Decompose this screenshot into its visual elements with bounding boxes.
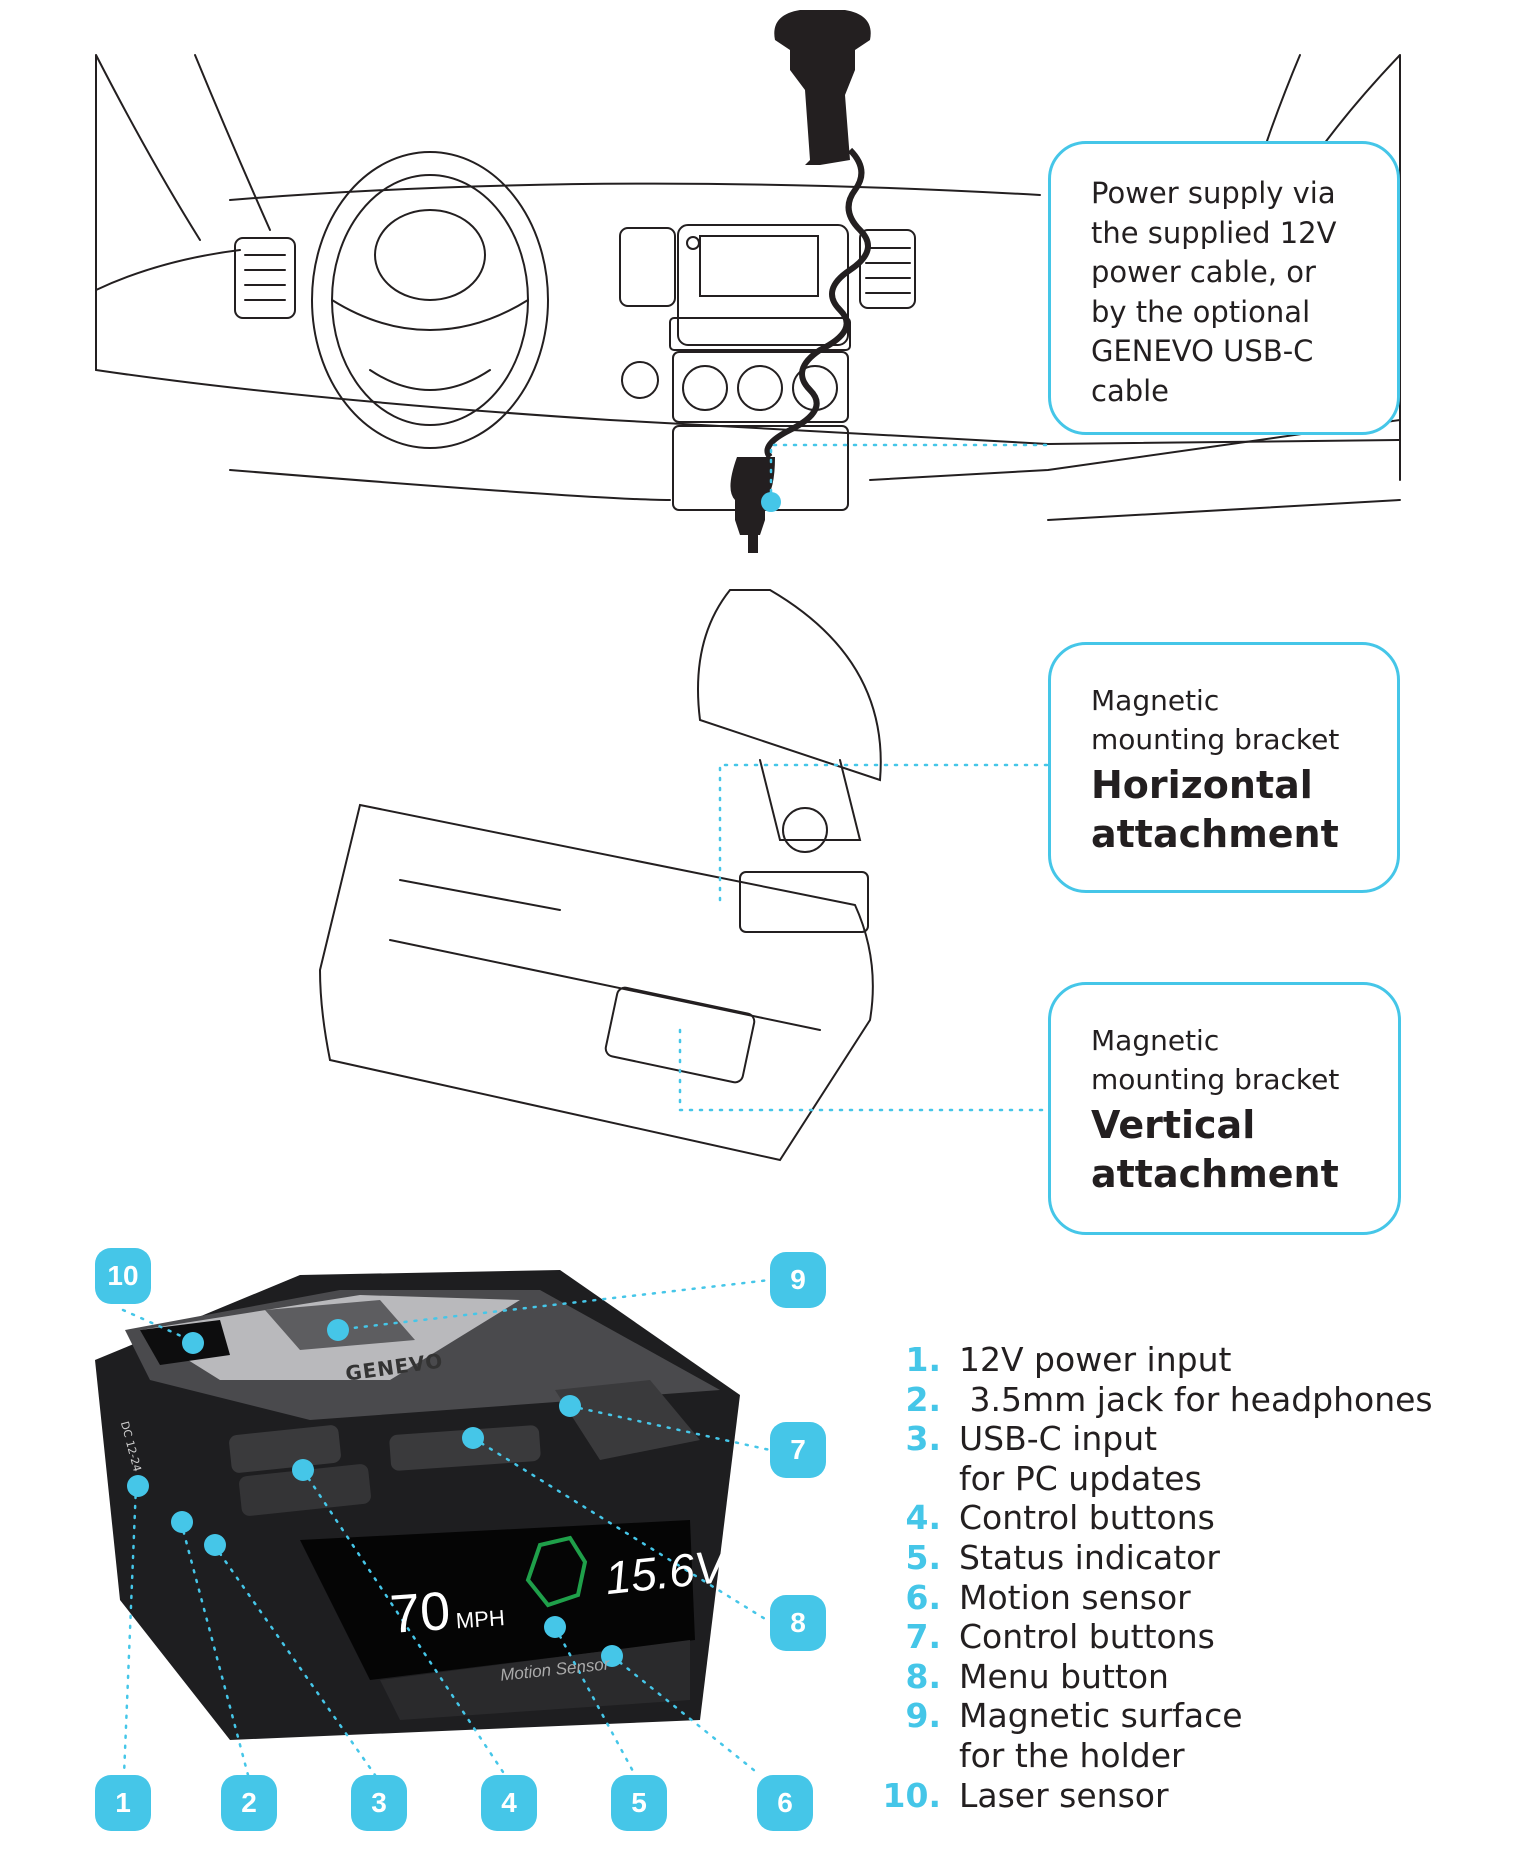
speed-unit: MPH <box>455 1605 506 1634</box>
legend-item: 9.Magnetic surface <box>905 1696 1243 1736</box>
badge-3: 3 <box>351 1775 407 1831</box>
callout-line: GENEVO USB-C <box>1091 334 1314 368</box>
car-charger <box>730 457 775 535</box>
callout-subtitle: Magnetic <box>1091 1024 1220 1057</box>
legend-item: 7.Control buttons <box>905 1617 1215 1657</box>
badge-2: 2 <box>221 1775 277 1831</box>
dash-mount <box>774 10 871 165</box>
center-console <box>677 224 849 346</box>
vertical-attachment-callout: Magnetic mounting bracket Vertical attac… <box>1048 982 1401 1235</box>
legend-item: 1.12V power input <box>905 1340 1232 1379</box>
legend-item: 6.Motion sensor <box>905 1577 1191 1617</box>
horizontal-attachment-callout: Magnetic mounting bracket Horizontal att… <box>1048 642 1400 893</box>
right-vent <box>859 229 916 309</box>
dash-top-line <box>229 182 1041 201</box>
callout-title: attachment <box>1091 812 1339 856</box>
speed-readout: 70 MPH <box>388 1576 506 1646</box>
callout-subtitle: mounting bracket <box>1091 723 1340 756</box>
badge-9: 9 <box>770 1252 826 1308</box>
badge-6: 6 <box>757 1775 813 1831</box>
callout-line: Power supply via <box>1091 176 1336 210</box>
power-supply-callout: Power supply via the supplied 12V power … <box>1048 141 1400 435</box>
legend-item: 5.Status indicator <box>905 1537 1220 1577</box>
callout-subtitle: Magnetic <box>1091 684 1220 717</box>
badge-1: 1 <box>95 1775 151 1831</box>
badge-7: 7 <box>770 1422 826 1478</box>
callout-line: the supplied 12V <box>1091 215 1337 250</box>
windshield-left-pillar <box>95 54 201 371</box>
callout-title: Vertical <box>1091 1103 1256 1147</box>
legend-item: 4.Control buttons <box>905 1498 1215 1538</box>
callout-title: Horizontal <box>1091 763 1313 807</box>
suction-cup-bracket <box>697 589 882 782</box>
radar-detector-outline <box>318 803 874 1162</box>
parts-legend: 1.12V power input 2. 3.5mm jack for head… <box>880 1340 1433 1815</box>
badge-10: 10 <box>95 1248 151 1304</box>
legend-item-cont: for the holder <box>959 1735 1185 1775</box>
status-hexagon <box>525 1535 588 1608</box>
callout-subtitle: mounting bracket <box>1091 1063 1340 1096</box>
legend-item: 10.Laser sensor <box>882 1775 1169 1815</box>
left-vent <box>234 237 296 319</box>
speed-value: 70 <box>388 1580 453 1645</box>
legend-item: 3.USB-C input <box>905 1419 1158 1459</box>
callout-line: power cable, or <box>1091 255 1316 289</box>
coiled-cable <box>764 147 871 459</box>
callout-line: cable <box>1091 373 1170 408</box>
badge-4: 4 <box>481 1775 537 1831</box>
badge-8: 8 <box>770 1595 826 1651</box>
legend-item: 2. 3.5mm jack for headphones <box>905 1379 1433 1419</box>
badge-5: 5 <box>611 1775 667 1831</box>
radar-device <box>95 1270 740 1740</box>
callout-title: attachment <box>1091 1152 1339 1196</box>
legend-item: 8.Menu button <box>905 1656 1169 1696</box>
legend-item-cont: for PC updates <box>959 1458 1202 1498</box>
callout-line: by the optional <box>1091 294 1311 329</box>
steering-wheel <box>311 151 549 449</box>
